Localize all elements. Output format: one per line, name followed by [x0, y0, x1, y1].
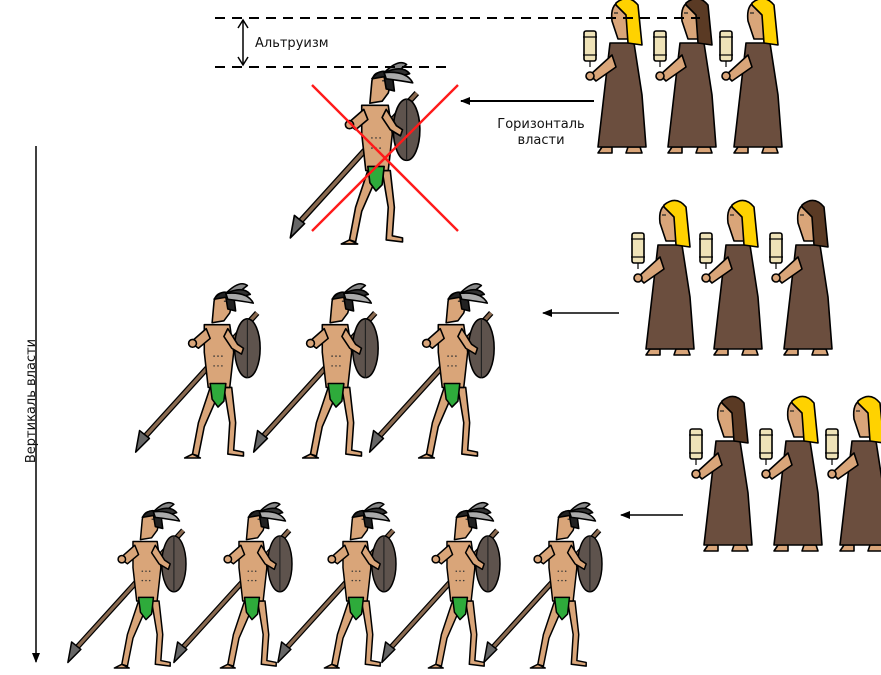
woman-figure	[699, 199, 763, 356]
altruism-label: Альтруизм	[255, 36, 329, 51]
warrior-figure	[173, 501, 293, 669]
warrior-figure	[67, 501, 187, 669]
warrior-figure	[289, 61, 421, 245]
crossed-out-mark	[311, 84, 459, 232]
woman-figure	[631, 199, 695, 356]
woman-figure	[825, 395, 881, 552]
warrior-figure	[483, 501, 603, 669]
woman-figure	[583, 0, 647, 154]
warrior-figure	[277, 501, 397, 669]
warrior-figure	[134, 283, 261, 459]
guides-layer	[32, 17, 700, 663]
altruism-bracket-arrow-up	[237, 18, 249, 29]
woman-figure	[759, 395, 823, 552]
horizontal-power-label: Горизонталь власти	[497, 117, 585, 148]
altruism-bracket-arrow-down	[237, 56, 249, 67]
warrior-figure	[381, 501, 501, 669]
vertical-power-label: Вертикаль власти	[24, 338, 39, 464]
warrior-figure	[368, 283, 495, 459]
woman-figure	[689, 395, 753, 552]
woman-figure	[719, 0, 783, 154]
woman-figure	[769, 199, 833, 356]
warrior-figure	[252, 283, 379, 459]
figures-layer	[67, 0, 881, 669]
woman-figure	[653, 0, 717, 154]
